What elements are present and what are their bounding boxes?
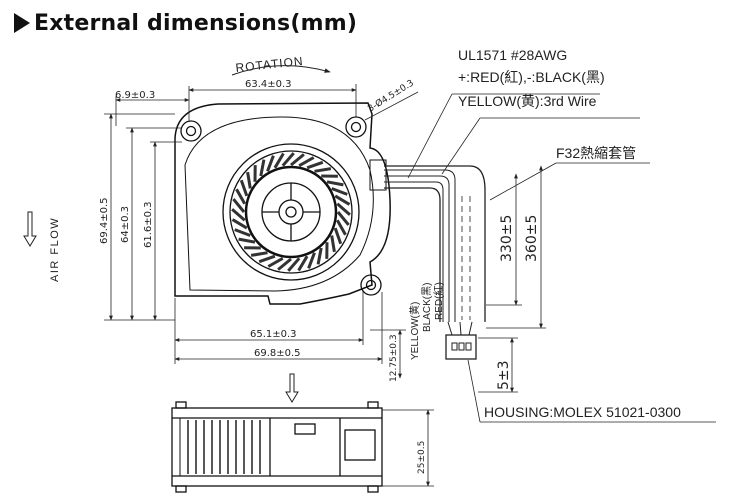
impeller-blade: [238, 237, 256, 244]
sleeve-label: F32熱縮套管: [556, 145, 636, 161]
wire-third-label: YELLOW(黄):3rd Wire: [458, 93, 597, 109]
lead-yellow-label: YELLOW(黄): [408, 302, 421, 360]
dim-hole-offset: 6.9±0.3: [115, 90, 155, 101]
dim-strip: 5±3: [496, 360, 512, 390]
rotation-label: ROTATION: [235, 54, 304, 75]
rotation-arrow: [231, 65, 331, 76]
impeller-blade: [307, 252, 316, 269]
impeller-blade: [326, 180, 344, 187]
dim-width-inner: 65.1±0.3: [250, 329, 297, 340]
dim-height-total: 69.4±0.5: [99, 197, 110, 244]
impeller-blade: [335, 219, 347, 236]
lead-black-label: BLACK(黑): [421, 283, 433, 332]
fan-top-view: [174, 102, 391, 305]
impeller-blade: [231, 218, 248, 230]
impeller-blade: [287, 257, 301, 272]
impeller-blade: [281, 152, 295, 167]
impeller-blade: [330, 235, 336, 253]
triangle-bullet-icon: [14, 13, 30, 33]
impeller-blade: [306, 160, 324, 170]
impeller-blade: [231, 208, 246, 222]
impeller-blade: [246, 171, 252, 189]
impeller-blade: [234, 228, 251, 237]
dim-height-inner: 61.6±0.3: [143, 201, 154, 248]
impeller-blade: [267, 256, 284, 268]
dim-thickness: 25±0.5: [417, 441, 427, 474]
impeller-blade: [259, 159, 266, 177]
dim-outlet-offset: 12.75±0.3: [389, 334, 399, 382]
dim-hole-span: 63.4±0.3: [245, 79, 292, 90]
impeller-blade: [277, 257, 292, 271]
impeller-blade: [336, 211, 350, 226]
housing-label: HOUSING:MOLEX 51021-0300: [484, 404, 681, 420]
holes-label: 3-Ø4.5±0.3: [366, 78, 416, 115]
section-title: External dimensions(mm): [34, 10, 358, 36]
impeller-blade: [336, 202, 351, 216]
fan-side-view: [171, 401, 383, 493]
impeller-blade: [250, 251, 268, 257]
lead-red-label: RED(紅): [433, 282, 445, 320]
dim-height-mid: 64±0.3: [120, 206, 131, 243]
dim-wire-330: 330±5: [499, 215, 515, 262]
impeller-blade: [334, 194, 351, 206]
section-header: External dimensions(mm): [14, 8, 357, 38]
dim-width-total: 69.8±0.5: [254, 348, 301, 359]
impeller-blade: [314, 167, 332, 173]
impeller-blade: [333, 227, 343, 245]
impeller-blade: [290, 153, 305, 167]
impeller-blade: [235, 188, 247, 205]
impeller-blade: [266, 155, 275, 172]
impeller-blade: [297, 255, 309, 272]
air-flow-arrow-icon: [23, 211, 299, 403]
impeller-blade: [316, 247, 323, 265]
wire-colors-label: +:RED(紅),-:BLACK(黑): [458, 69, 605, 85]
wire-spec-label: UL1571 #28AWG: [458, 47, 567, 63]
wire-bundle: [384, 165, 486, 360]
air-flow-label: AIR FLOW: [49, 217, 61, 282]
impeller-blade: [331, 187, 348, 196]
impeller-blade: [273, 152, 285, 169]
impeller-blade: [298, 156, 315, 168]
impeller-blade: [239, 179, 249, 197]
impeller-blade: [232, 198, 246, 213]
impeller-blade: [258, 254, 276, 264]
dim-wire-360: 360±5: [524, 215, 540, 262]
